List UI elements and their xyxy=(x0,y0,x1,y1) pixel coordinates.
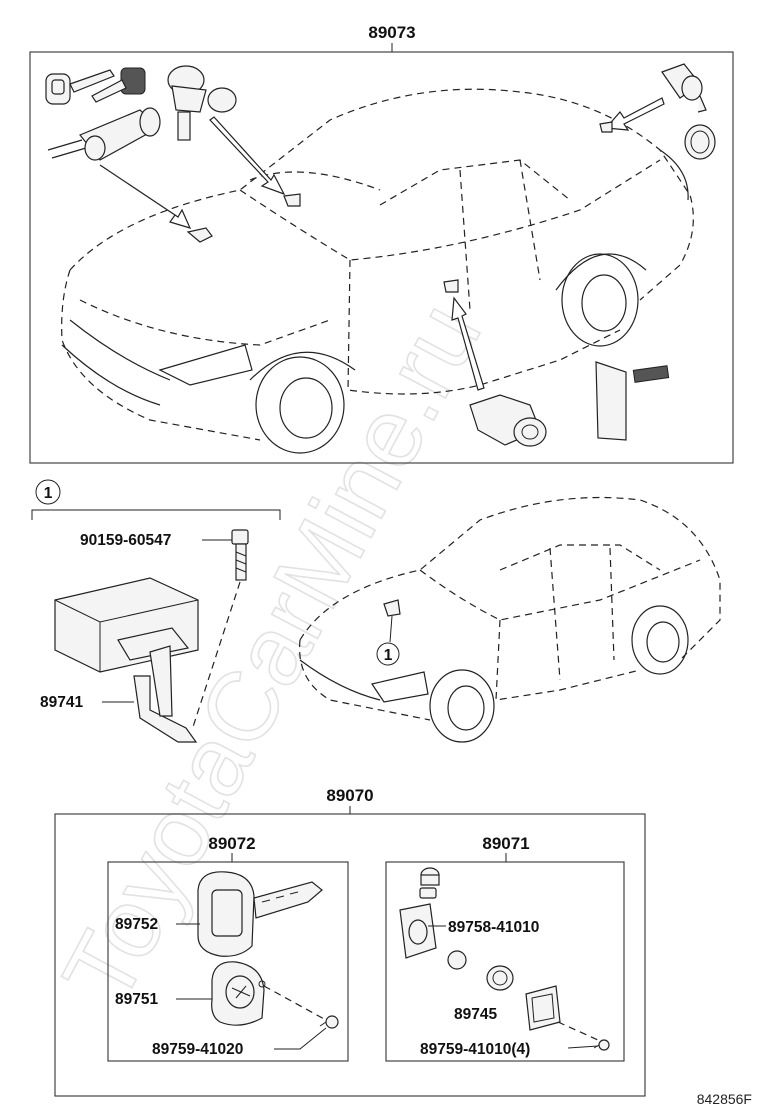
bracket-icon xyxy=(133,645,198,743)
cover-plate-icon xyxy=(525,985,561,1031)
section-89070: 89070 89072 89752 89751 8 xyxy=(54,786,646,1097)
screw-89759-41020-icon xyxy=(319,1015,339,1029)
label-89741[interactable]: 89741 xyxy=(40,694,83,711)
bolt-guide-line xyxy=(191,581,241,731)
figure-code: 842856F xyxy=(697,1091,752,1107)
mark-trunk xyxy=(599,121,613,133)
section-89073: 89073 xyxy=(29,23,734,464)
callout-1-text: 1 xyxy=(44,485,53,502)
label-89758-41010[interactable]: 89758-41010 xyxy=(448,919,539,936)
callout-circle-1[interactable] xyxy=(35,479,61,505)
door-lock-cylinder-icon xyxy=(167,65,237,141)
transponder-housing-icon xyxy=(399,867,440,959)
o-ring-icon xyxy=(486,965,514,991)
label-90159-60547[interactable]: 90159-60547 xyxy=(80,532,171,549)
box-89073 xyxy=(29,51,734,464)
door-cylinder-bottom-icon xyxy=(469,394,547,447)
ignition-cylinder-icon xyxy=(47,107,161,161)
transponder-card-icon xyxy=(595,361,670,441)
label-89745[interactable]: 89745 xyxy=(454,1006,497,1023)
mark-door xyxy=(283,193,301,207)
car-callout-circle-1[interactable] xyxy=(376,642,400,666)
bolt-icon xyxy=(231,529,249,581)
label-89073[interactable]: 89073 xyxy=(368,23,415,42)
label-89071[interactable]: 89071 xyxy=(482,834,529,853)
key-head-89751-icon xyxy=(211,961,266,1026)
arrows-top xyxy=(99,97,665,391)
screw-89759-41010-icon xyxy=(593,1039,610,1051)
section-middle: 1 90159-60547 89741 xyxy=(31,479,721,743)
trunk-lock-cylinder-icon xyxy=(661,63,716,160)
label-89759-41010-4[interactable]: 89759-41010(4) xyxy=(420,1041,530,1058)
box-89071 xyxy=(385,861,625,1062)
label-89751[interactable]: 89751 xyxy=(115,991,158,1008)
mark-ignition xyxy=(186,227,213,243)
box-89072 xyxy=(107,861,349,1062)
label-89759-41020[interactable]: 89759-41020 xyxy=(152,1041,243,1058)
label-89072[interactable]: 89072 xyxy=(208,834,255,853)
chip-89745-icon xyxy=(447,950,467,970)
label-89752[interactable]: 89752 xyxy=(115,916,158,933)
car-callout-1-text: 1 xyxy=(384,647,393,664)
box-89070 xyxy=(54,813,646,1097)
car-drawing-top xyxy=(61,88,694,454)
mark-side xyxy=(443,279,459,293)
key-set-icon xyxy=(45,67,146,105)
key-89752-icon xyxy=(197,871,323,957)
label-89070[interactable]: 89070 xyxy=(326,786,373,805)
screw-guide-line xyxy=(263,985,327,1021)
screw-guide-line-2 xyxy=(557,1021,599,1041)
car-drawing-mid xyxy=(298,496,721,743)
ecu-module-icon xyxy=(54,577,199,673)
